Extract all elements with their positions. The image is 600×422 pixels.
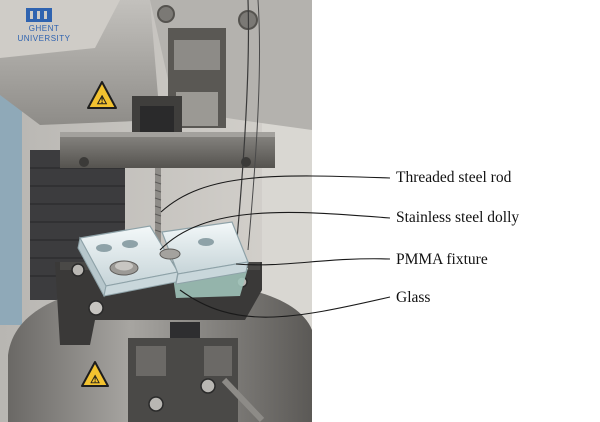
logo-emblem-icon bbox=[26, 8, 52, 22]
callout-threaded-steel-rod: Threaded steel rod bbox=[396, 169, 512, 186]
testing-machine-photo: ⚠ ⚠ bbox=[0, 0, 312, 422]
svg-text:⚠: ⚠ bbox=[97, 93, 108, 107]
callout-stainless-steel-dolly: Stainless steel dolly bbox=[396, 209, 520, 226]
callout-pmma-fixture: PMMA fixture bbox=[396, 251, 488, 268]
leader-line-stainless-steel-dolly bbox=[159, 211, 391, 251]
logo-line-2: UNIVERSITY bbox=[17, 34, 71, 43]
ghent-university-logo: GHENT UNIVERSITY bbox=[10, 8, 78, 56]
svg-text:⚠: ⚠ bbox=[90, 374, 100, 386]
leader-line-pmma-fixture bbox=[235, 258, 391, 266]
logo-line-1: GHENT bbox=[28, 24, 60, 33]
callout-glass: Glass bbox=[396, 289, 431, 306]
leader-line-glass bbox=[179, 289, 391, 318]
leader-line-threaded-steel-rod bbox=[160, 175, 391, 213]
